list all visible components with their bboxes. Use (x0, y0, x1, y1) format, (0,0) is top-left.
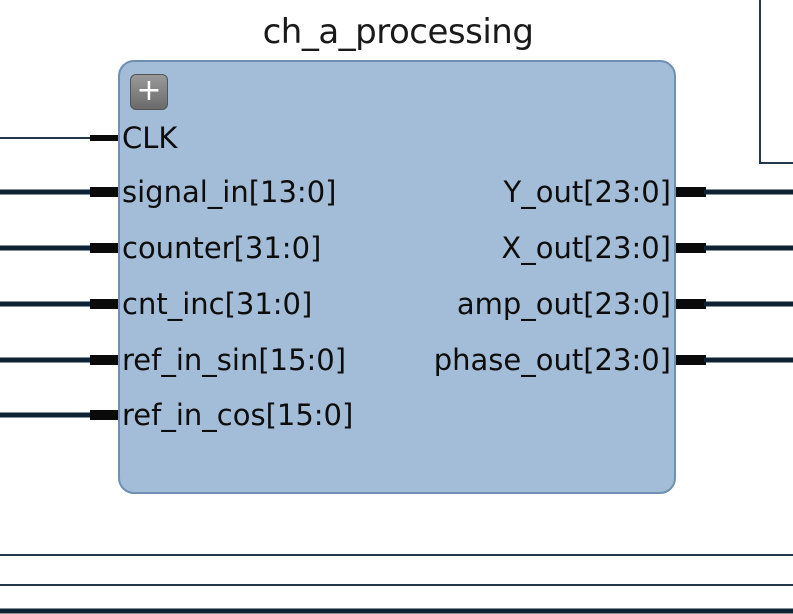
port-label-cnt-inc: cnt_inc[31:0] (122, 287, 313, 321)
port-label-amp-out: amp_out[23:0] (456, 287, 671, 321)
port-label-phase-out: phase_out[23:0] (433, 343, 671, 377)
block-title: ch_a_processing (262, 12, 534, 52)
ip-block-ch-a-processing[interactable] (118, 60, 676, 494)
port-label-ref-in-cos: ref_in_cos[15:0] (122, 398, 354, 432)
port-label-x-out: X_out[23:0] (501, 231, 671, 265)
expand-icon[interactable]: + (130, 74, 168, 110)
port-label-clk: CLK (122, 121, 178, 155)
port-label-counter: counter[31:0] (122, 231, 322, 265)
port-label-signal-in: signal_in[13:0] (122, 175, 337, 209)
port-label-ref-in-sin: ref_in_sin[15:0] (122, 343, 347, 377)
neighbor-block-border (759, 0, 793, 164)
port-label-y-out: Y_out[23:0] (503, 175, 671, 209)
